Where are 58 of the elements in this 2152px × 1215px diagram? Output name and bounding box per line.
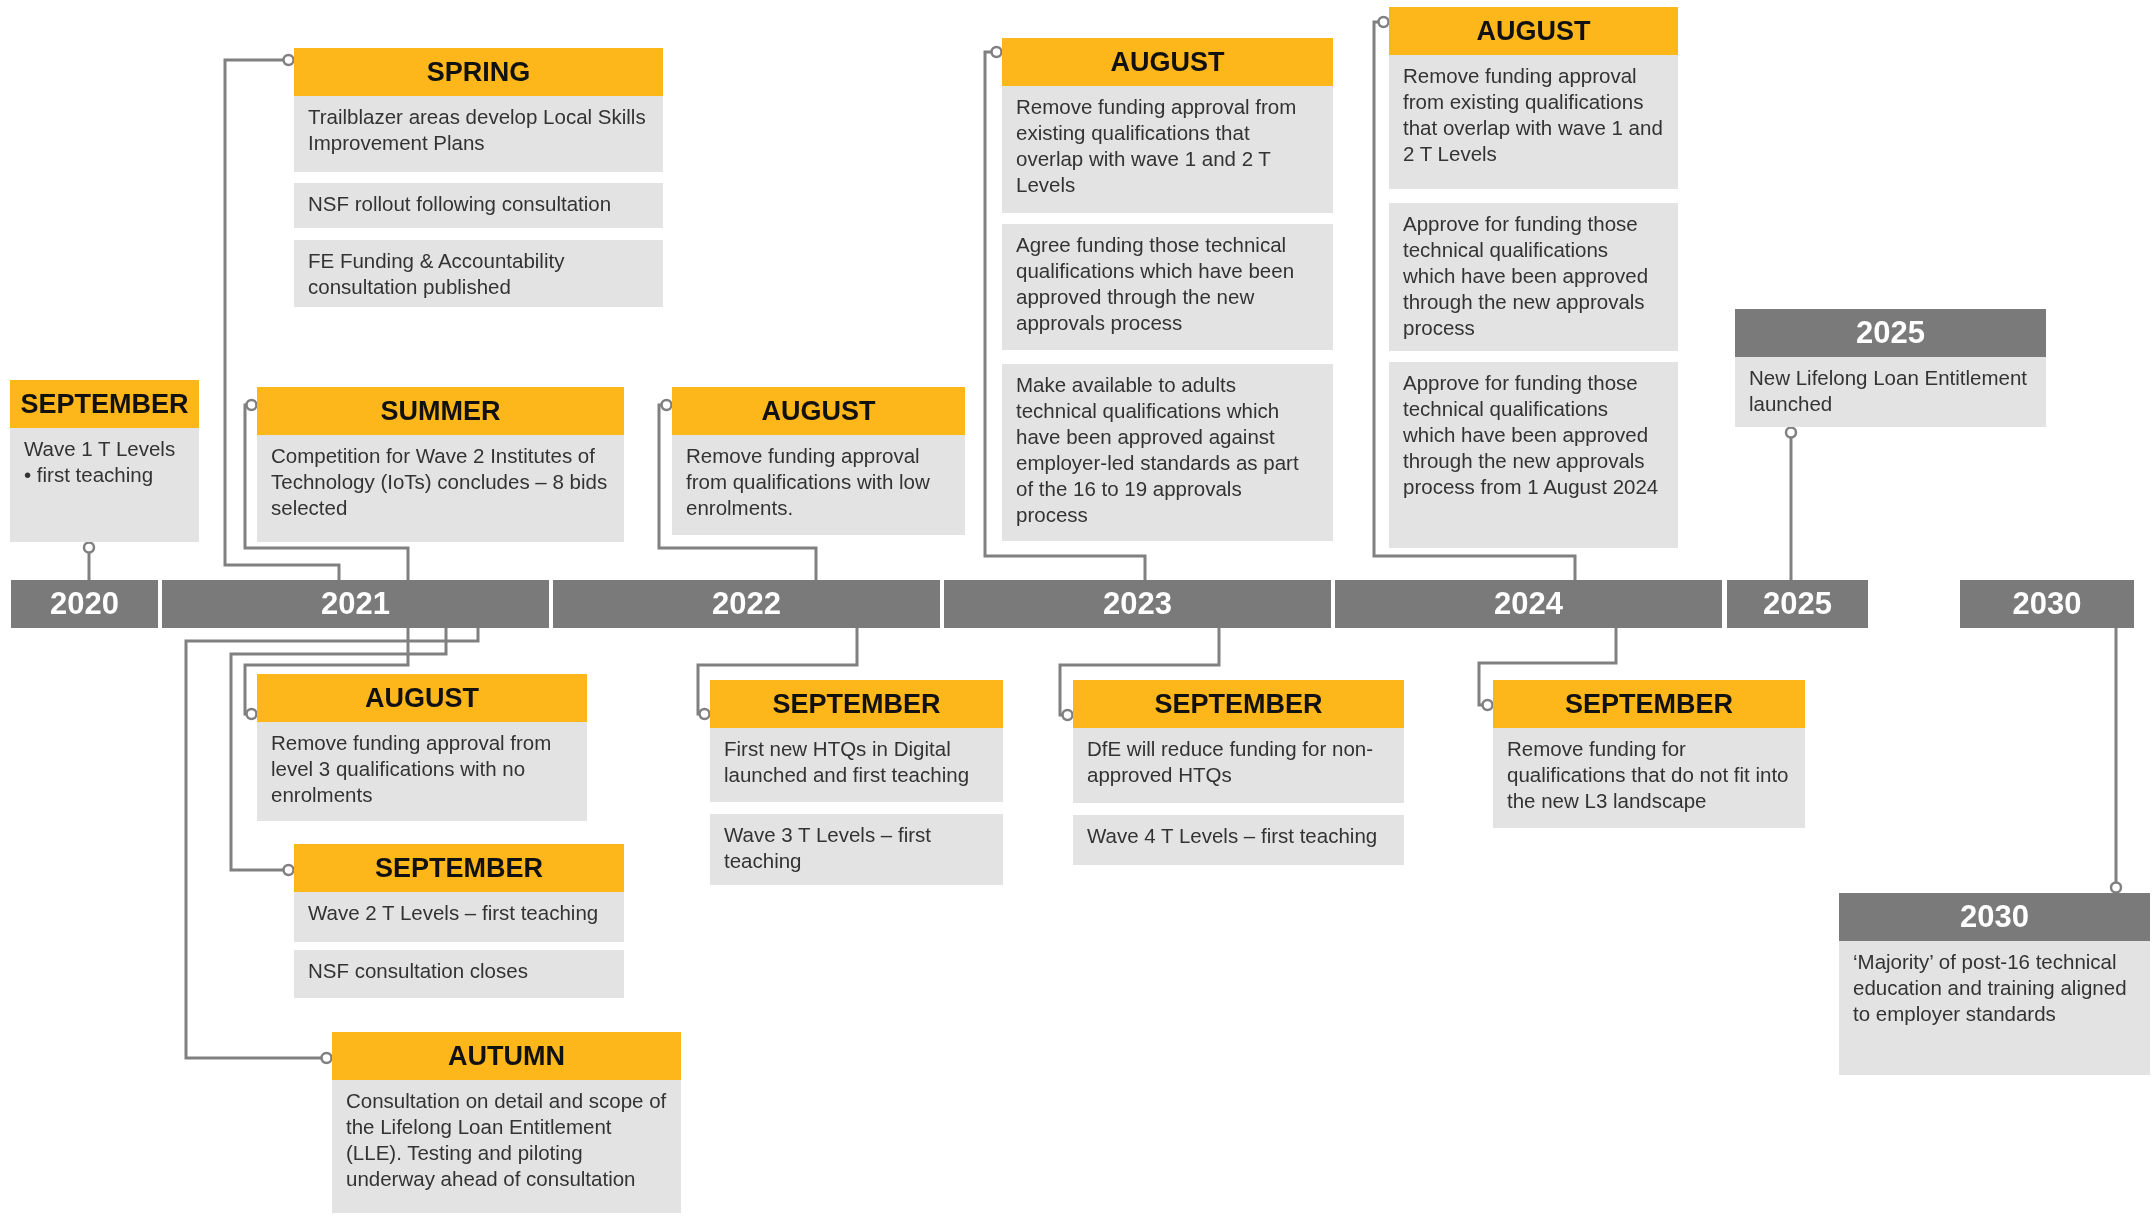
month-heading: SEPTEMBER — [710, 680, 1003, 728]
year-heading: 2030 — [1839, 893, 2150, 941]
event-box: Wave 4 T Levels – first teaching — [1073, 815, 1404, 865]
event-box: Remove funding approval from qualifications with low enrolments. — [672, 435, 965, 535]
month-heading: AUGUST — [1389, 7, 1678, 55]
event-box: Remove funding approval from level 3 qualifications with no enrolments — [257, 722, 587, 821]
event-box: Approve for funding those technical qualifications which have been approved through the new approvals process from 1 August 2024 — [1389, 362, 1678, 548]
leader-line — [229, 628, 448, 877]
year-bar: 2024 — [1335, 580, 1722, 628]
month-heading: SEPTEMBER — [294, 844, 624, 892]
event-box: Competition for Wave 2 Institutes of Technology (IoTs) concludes – 8 bids selected — [257, 435, 624, 542]
year-bar: 2023 — [944, 580, 1331, 628]
year-bar: 2025 — [1727, 580, 1868, 628]
leader-line — [696, 628, 859, 721]
month-heading: SEPTEMBER — [1493, 680, 1805, 728]
leader-line — [1058, 628, 1221, 722]
event-box: Wave 2 T Levels – first teaching — [294, 892, 624, 942]
event-box: NSF rollout following consultation — [294, 183, 663, 228]
leader-line — [243, 398, 410, 580]
event-box: Wave 1 T Levels • first teaching — [10, 428, 199, 542]
month-heading: AUGUST — [1002, 38, 1333, 86]
year-bar: 2030 — [1960, 580, 2134, 628]
event-box: Remove funding for qualifications that do not fit into the new L3 landscape — [1493, 728, 1805, 828]
leader-line — [983, 45, 1147, 580]
leader-line — [82, 541, 96, 580]
year-bar: 2022 — [553, 580, 940, 628]
event-box: DfE will reduce funding for non-approved HTQs — [1073, 728, 1404, 803]
event-box: Remove funding approval from existing qualifications that overlap with wave 1 and 2 T Levels — [1389, 55, 1678, 189]
year-bar: 2020 — [11, 580, 158, 628]
event-box: First new HTQs in Digital launched and first teaching — [710, 728, 1003, 802]
leader-line — [243, 628, 410, 721]
leader-line — [184, 628, 480, 1065]
leader-line — [1372, 15, 1577, 580]
event-box: Consultation on detail and scope of the Lifelong Loan Entitlement (LLE). Testing and piloting underway ahead of consultation — [332, 1080, 681, 1213]
month-heading: SEPTEMBER — [10, 380, 199, 428]
year-heading: 2025 — [1735, 309, 2046, 357]
month-heading: SEPTEMBER — [1073, 680, 1404, 728]
year-bar: 2021 — [162, 580, 549, 628]
month-heading: SUMMER — [257, 387, 624, 435]
event-box: Agree funding those technical qualifications which have been approved through the new approvals process — [1002, 224, 1333, 350]
month-heading: SPRING — [294, 48, 663, 96]
event-box: Make available to adults technical qualifications which have been approved against employer-led standards as part of the 16 to 19 approvals process — [1002, 364, 1333, 541]
event-box: NSF consultation closes — [294, 950, 624, 998]
event-box: Trailblazer areas develop Local Skills Improvement Plans — [294, 96, 663, 172]
month-heading: AUGUST — [672, 387, 965, 435]
leader-line — [2109, 628, 2123, 894]
event-box: Approve for funding those technical qualifications which have been approved through the new approvals process — [1389, 203, 1678, 351]
month-heading: AUGUST — [257, 674, 587, 722]
month-heading: AUTUMN — [332, 1032, 681, 1080]
event-box: FE Funding & Accountability consultation published — [294, 240, 663, 307]
event-box: New Lifelong Loan Entitlement launched — [1735, 357, 2046, 427]
event-box: ‘Majority’ of post-16 technical education and training aligned to employer standards — [1839, 941, 2150, 1075]
leader-line — [1784, 426, 1798, 580]
event-box: Wave 3 T Levels – first teaching — [710, 814, 1003, 885]
leader-line — [223, 53, 341, 580]
leader-line — [657, 398, 818, 580]
leader-line — [1477, 628, 1618, 712]
event-box: Remove funding approval from existing qualifications that overlap with wave 1 and 2 T Levels — [1002, 86, 1333, 213]
